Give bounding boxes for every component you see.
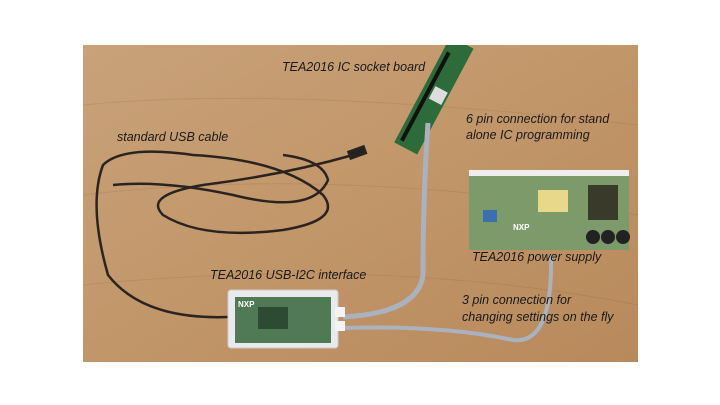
label-six-pin-line2: alone IC programming (466, 128, 590, 142)
label-six-pin-line1: 6 pin connection for stand (466, 112, 610, 126)
ic-socket-board (394, 45, 474, 155)
label-three-pin-line2: changing settings on the fly (462, 310, 614, 324)
label-usb-i2c: TEA2016 USB-I2C interface (210, 268, 367, 282)
setup-photo: NXP NXP (83, 45, 638, 362)
six-pin-ribbon (342, 122, 431, 320)
label-power-supply: TEA2016 power supply (472, 250, 602, 264)
usb-i2c-interface-box: NXP (227, 289, 345, 349)
power-supply-board: NXP (469, 170, 630, 250)
psu-nxp-logo: NXP (513, 223, 530, 232)
usb-cable (95, 144, 368, 319)
label-socket-board: TEA2016 IC socket board (282, 60, 426, 74)
label-three-pin-line1: 3 pin connection for (462, 293, 572, 307)
three-pin-ribbon (342, 254, 554, 343)
label-usb-cable: standard USB cable (117, 130, 229, 144)
interface-nxp-logo: NXP (238, 300, 255, 309)
